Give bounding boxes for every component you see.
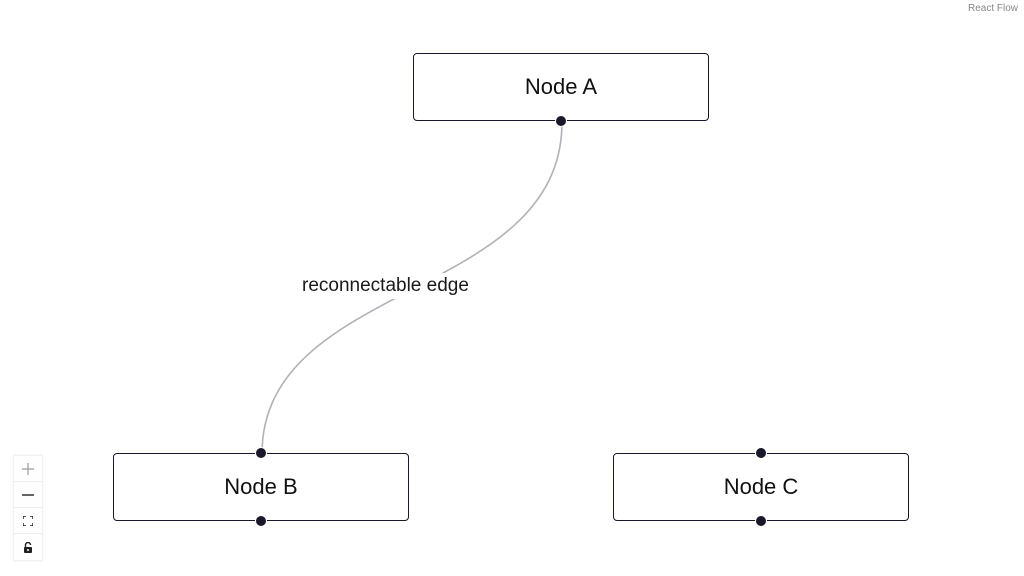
edge-label[interactable]: reconnectable edge (296, 273, 475, 299)
node-b-target-handle[interactable] (255, 447, 267, 459)
lock-icon (24, 541, 32, 553)
node-b-source-handle[interactable] (255, 515, 267, 527)
interactivity-toggle-button[interactable] (14, 534, 42, 560)
minus-icon (22, 493, 34, 496)
node-b[interactable]: Node B (113, 447, 409, 527)
node-a-source-handle[interactable] (555, 115, 567, 127)
node-c-target-handle[interactable] (755, 447, 767, 459)
node-c[interactable]: Node C (613, 447, 909, 527)
fit-view-icon (23, 515, 33, 526)
fit-view-button[interactable] (14, 508, 42, 534)
plus-icon (22, 462, 34, 475)
node-a[interactable]: Node A (413, 53, 709, 127)
zoom-in-button[interactable] (14, 456, 42, 482)
node-c-label: Node C (723, 474, 799, 499)
zoom-out-button[interactable] (14, 482, 42, 508)
controls-panel (14, 456, 42, 560)
node-a-label: Node A (524, 74, 598, 99)
node-b-label: Node B (224, 474, 298, 499)
attribution-link[interactable]: React Flow (965, 2, 1020, 15)
node-c-source-handle[interactable] (755, 515, 767, 527)
